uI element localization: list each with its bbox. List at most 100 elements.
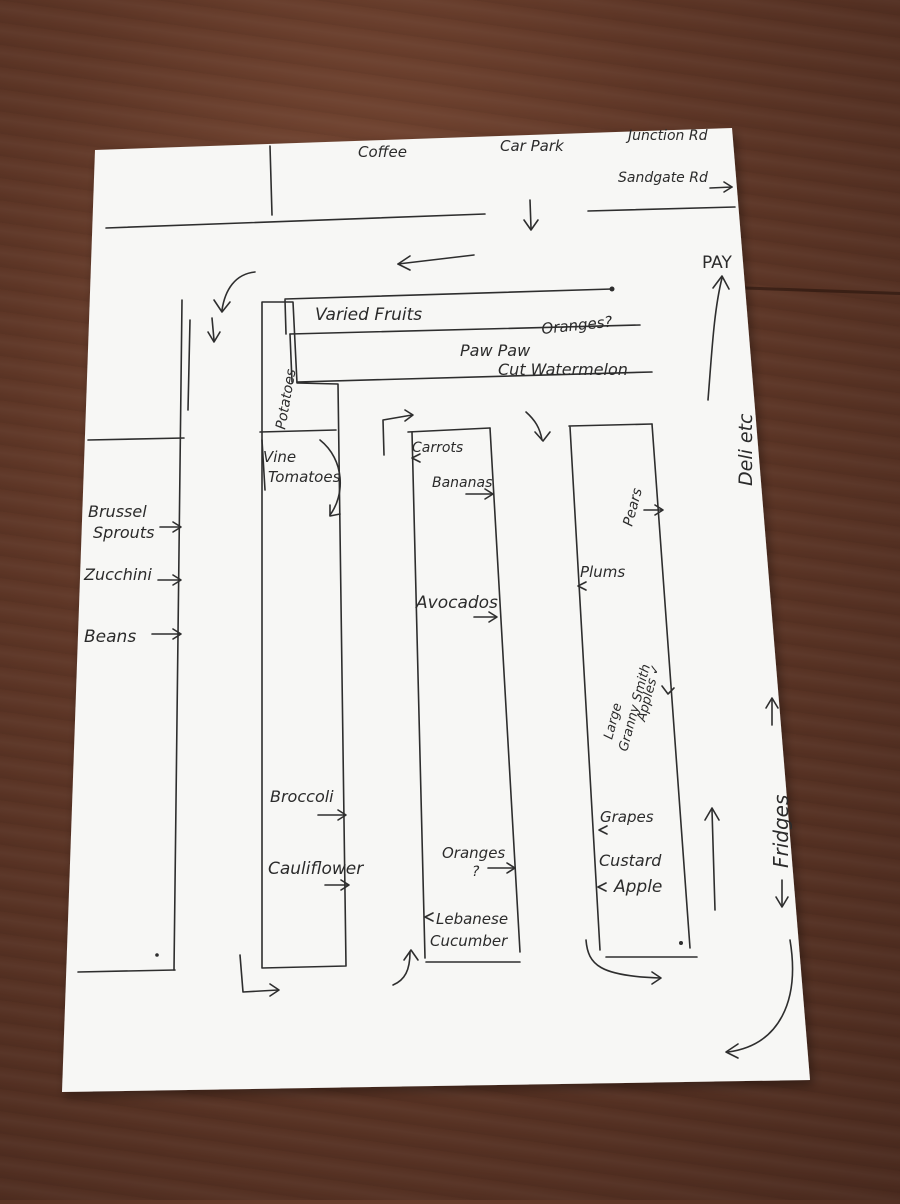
oranges-aisle2-arrowhead-icon [506, 862, 516, 874]
car-park-down-arrow-icon [529, 199, 532, 229]
aisle3-left [569, 426, 601, 951]
pay-up-arrowhead-icon [712, 275, 730, 290]
paper-sheet [62, 128, 810, 1092]
beans-label: Beans [84, 627, 136, 647]
apples-arrow-icon [661, 685, 675, 695]
left-wall-top [87, 437, 185, 441]
car-park-label: Car Park [500, 137, 565, 155]
aisle1-divider [259, 429, 337, 433]
aisle3-bottom-route-arrowhead-icon [651, 971, 662, 985]
cucumber-label: Cucumber [430, 932, 508, 950]
curved-down-arrow-icon [221, 271, 256, 311]
cauliflower-arrowhead-icon [340, 879, 350, 891]
pay-up-arrow-icon [707, 277, 723, 401]
bananas-label: Bananas [432, 475, 492, 491]
fridges-right-arrowhead-icon [765, 697, 779, 709]
plums-label: Plums [580, 563, 625, 581]
left-wall-bottom [77, 969, 176, 973]
bottom-right-return-arrow-icon [727, 939, 794, 1053]
cauliflower-label: Cauliflower [268, 859, 364, 879]
sprouts-arrowhead-icon [172, 521, 182, 533]
sandgate-arrow-icon [709, 186, 733, 189]
cut-watermelon-label: Cut Watermelon [498, 360, 628, 379]
left-wall-inner [187, 319, 191, 411]
oranges-aisle2-label: Oranges [442, 844, 505, 862]
back-shelf-line-2 [289, 324, 641, 335]
aisle2-down-arrowhead-icon [534, 431, 551, 442]
aisle3-dot [679, 941, 683, 945]
zucchini-label: Zucchini [83, 565, 152, 584]
top-wall-right [587, 206, 736, 212]
tomatoes-label: Tomatoes [268, 468, 341, 486]
avocados-arrowhead-icon [488, 611, 498, 623]
coffee-wall-vertical [269, 145, 273, 216]
aisle2-bottom-up-arrowhead-icon [403, 949, 419, 961]
aisle1-edge [261, 439, 266, 491]
aisle3-bottom-route-arrow-icon [585, 939, 661, 979]
lebanese-label: Lebanese [436, 910, 508, 928]
route-arrowhead-bottom-left-icon [269, 983, 280, 997]
paw-paw-label: Paw Paw [460, 341, 531, 360]
fridges-label: Fridges [769, 795, 793, 868]
oranges-aisle2-question: ? [472, 864, 480, 880]
bottom-right-return-arrowhead-icon [725, 1043, 739, 1059]
back-shelf-divider-2 [289, 333, 293, 383]
fridges-up-arrow-icon [711, 809, 716, 911]
aisle2-down-arrow-icon [525, 411, 543, 441]
broccoli-arrowhead-icon [337, 809, 347, 821]
bananas-arrowhead-icon [484, 488, 494, 500]
junction-rd-label: Junction Rd [625, 128, 708, 144]
fridges-left-arrowhead-icon [775, 896, 789, 908]
deli-label: Deli etc [735, 413, 757, 486]
plums-arrow-icon [577, 581, 587, 591]
aisle3-top [568, 423, 653, 427]
aisle2-left [411, 431, 426, 959]
grapes-label: Grapes [600, 808, 654, 826]
aisle2-top-arrow-icon [382, 414, 413, 456]
left-arrowhead-icon [397, 255, 411, 271]
grapes-arrow-icon [598, 825, 608, 835]
lebanese-arrow-icon [424, 912, 434, 922]
back-shelf-line-3 [296, 371, 653, 383]
tomatoes-arrowhead-icon [329, 504, 341, 517]
carrots-label: Carrots [412, 440, 463, 456]
pears-arrowhead-icon [654, 504, 664, 516]
aisle2-top [407, 427, 491, 433]
zucchini-arrowhead-icon [172, 574, 182, 586]
left-arrow-icon [397, 254, 475, 265]
apple-label: Apple [613, 877, 662, 897]
sandgate-rd-label: Sandgate Rd [618, 170, 708, 186]
aisle2-top-arrowhead-icon [404, 409, 414, 422]
sandgate-arrowhead-icon [723, 181, 733, 193]
beans-arrowhead-icon [172, 628, 182, 640]
custard-apple-arrow-icon [597, 882, 607, 892]
fridges-up-arrowhead-icon [704, 807, 720, 821]
top-wall-left [105, 213, 486, 229]
curved-down-arrowhead-icon [213, 299, 231, 313]
back-shelf-line-1 [284, 288, 613, 300]
sprouts-label: Sprouts [93, 523, 154, 542]
down-arrow-icon [211, 317, 215, 341]
back-shelf-dot [609, 286, 615, 292]
aisle2-bottom-up-arrow-icon [392, 951, 411, 986]
pay-label: PAY [702, 253, 732, 273]
aisle3-right [651, 423, 691, 949]
aisle1-outline [261, 301, 347, 969]
carrots-arrow-icon [411, 453, 421, 463]
car-park-arrowhead-icon [523, 219, 539, 231]
back-shelf-divider-1 [284, 299, 287, 335]
custard-label: Custard [599, 851, 662, 870]
coffee-label: Coffee [358, 143, 407, 161]
down-arrowhead-icon [207, 331, 221, 343]
route-arrow-bottom-left-icon [239, 954, 279, 993]
varied-fruits-label: Varied Fruits [315, 305, 422, 325]
brussel-label: Brussel [88, 502, 147, 521]
aisle2-right [489, 427, 521, 953]
left-wall-dot [155, 953, 159, 957]
tomatoes-curve-arrow-icon [319, 439, 341, 516]
vine-label: Vine [263, 448, 296, 466]
avocados-label: Avocados [415, 593, 498, 613]
broccoli-label: Broccoli [270, 787, 334, 806]
